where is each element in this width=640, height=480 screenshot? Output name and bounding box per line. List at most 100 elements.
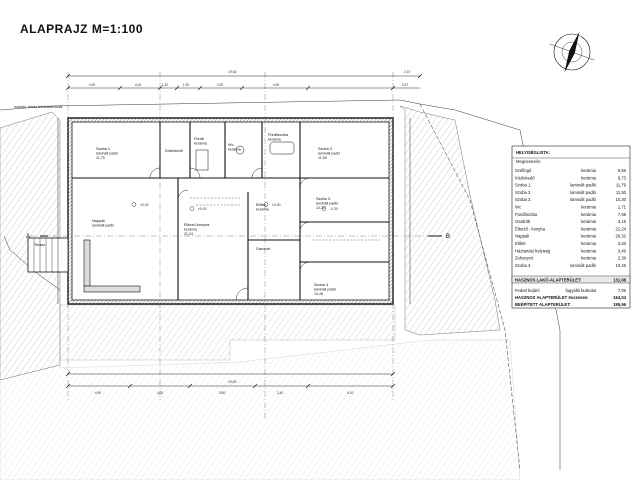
room-name: Nappali: [92, 219, 105, 223]
schedule-room-floor: kerámia: [581, 168, 597, 173]
schedule-room-name: Szoba 4.: [515, 263, 532, 268]
room-floor: kerámia: [194, 142, 207, 146]
dim-top-right: 2,67: [404, 70, 411, 74]
room-area: 11,79: [96, 156, 105, 160]
schedule-header: HELYISÉGLISTA:: [516, 150, 550, 155]
room-name: Szoba 4.: [314, 283, 329, 287]
room-floor: kerámia: [184, 228, 197, 232]
dim-top-total: 19,60: [228, 70, 237, 74]
level-symbol: [131, 202, 137, 207]
room-floor: kerámia: [268, 138, 281, 142]
dim-top-segment: 4,95: [273, 83, 280, 87]
schedule-extra-name: Fedett bejáró: [515, 288, 540, 293]
dimension-lines: [57, 73, 423, 389]
schedule-room-area: 6,56: [618, 168, 627, 173]
room-area: 11,50: [318, 156, 327, 160]
dim-bottom-segment: 5,10: [347, 391, 354, 395]
dim-top-segment: 4,90: [89, 83, 96, 87]
dim-top-segment: 1,90: [183, 83, 190, 87]
schedule-extra-floor: fagyálló burkolat: [566, 288, 597, 293]
schedule-room-floor: laminált padló: [570, 197, 597, 202]
room-name: Wc: [228, 143, 234, 147]
schedule-room-area: 29,32: [616, 234, 627, 239]
schedule-room-name: Szoba 2.: [515, 190, 532, 195]
schedule-room-area: 3,49: [618, 248, 627, 253]
level-mark: ±0,00: [198, 207, 207, 211]
schedule-room-area: 11,50: [616, 190, 627, 195]
room-area: 21,24: [184, 232, 193, 236]
section-cut: A B: [26, 234, 450, 240]
top-dimension-segments: 4,90 4,00 1,20 1,90 3,30 4,95 2,67: [89, 83, 409, 87]
schedule-total-label: HASZNOS LAKÓ-ALAPTERÜLET:: [515, 278, 582, 283]
room-floor: laminált padló: [318, 152, 340, 156]
schedule-extra-name: HASZNOS ALAPTERÜLET összesen:: [515, 295, 589, 300]
schedule-room-name: Szélfogó: [515, 168, 532, 173]
room-name: Terasz: [34, 243, 45, 247]
room-name: Szoba 1.: [96, 147, 111, 151]
schedule-room-floor: kerámia: [581, 248, 597, 253]
dim-bottom-total: 19,60: [228, 380, 237, 384]
room-name: Étkező-konyha: [184, 222, 210, 227]
level-mark: -0,30: [330, 207, 338, 211]
room-schedule: HELYISÉGLISTA: Megnevezés: Szélfogó kerám…: [511, 145, 631, 309]
room-floor: laminált padló: [92, 224, 114, 228]
room-name: Gardrób: [256, 247, 270, 251]
schedule-room-floor: laminált padló: [570, 183, 597, 188]
schedule-room-name: Wc: [515, 205, 521, 210]
terrain-hatch: [0, 105, 521, 480]
room-floor: kerámia: [228, 148, 241, 152]
schedule-room-floor: kerámia: [581, 226, 597, 231]
schedule-room-name: Étkező - konyha: [515, 226, 546, 231]
dim-bottom-segment: 4,00: [157, 391, 164, 395]
dim-top-segment: 1,20: [162, 83, 169, 87]
schedule-subheader: Megnevezés:: [516, 159, 541, 164]
room-floor: laminált padló: [316, 202, 338, 206]
schedule-room-area: 10,46: [616, 263, 627, 268]
level-symbol: [189, 206, 195, 211]
schedule-room-floor: kerámia: [581, 205, 597, 210]
schedule-room-name: Fürdőszoba: [515, 212, 538, 217]
section-mark-right: B: [446, 234, 450, 240]
boundary-note: maradó: kbeta telekhatárvonal: [14, 105, 63, 109]
schedule-room-floor: kerámia: [581, 175, 597, 180]
dim-top-segment: 4,00: [135, 83, 142, 87]
schedule-room-name: Háztartási helyiség: [515, 248, 551, 253]
level-marks: ±0,00±0,00±0,00-0,30: [131, 202, 338, 211]
room-area: 10,46: [314, 292, 323, 296]
room-name: Fürdőszoba: [268, 133, 289, 137]
schedule-room-floor: laminált padló: [570, 190, 597, 195]
schedule-room-name: Szoba 3.: [515, 197, 532, 202]
schedule-room-floor: kerámia: [581, 241, 597, 246]
room-floor: laminált padló: [314, 288, 336, 292]
schedule-room-name: Zuhanyzó: [515, 256, 534, 261]
dim-top-segment: 3,30: [217, 83, 224, 87]
schedule-room-name: Előtér: [515, 241, 527, 246]
schedule-extra-area: 195,56: [613, 302, 626, 307]
room-name: Szoba 3.: [316, 197, 331, 201]
schedule-room-area: 3,15: [618, 219, 627, 224]
room-name: Előtér: [256, 203, 267, 207]
schedule-room-name: Nappali: [515, 234, 529, 239]
axis-lines: [30, 72, 440, 420]
building-walls: [27, 117, 394, 305]
schedule-room-floor: kerámia: [581, 212, 597, 217]
schedule-room-floor: kerámia: [581, 219, 597, 224]
schedule-room-area: 10,30: [616, 197, 627, 202]
dim-top-segment: 2,67: [402, 83, 409, 87]
room-floor: kerámia: [256, 208, 269, 212]
room-name: Közlekedő: [165, 149, 183, 153]
schedule-room-name: Gardrób: [515, 219, 531, 224]
schedule-room-area: 7,59: [618, 212, 627, 217]
room-floor: laminált padló: [96, 152, 118, 156]
section-mark-left: A: [26, 234, 30, 240]
drawing-title: ALAPRAJZ M=1:100: [20, 22, 144, 36]
dim-bottom-segment: 4,90: [95, 391, 102, 395]
schedule-room-area: 21,24: [616, 226, 627, 231]
room-area: 10,30: [316, 206, 325, 210]
schedule-room-area: 3,33: [618, 241, 627, 246]
schedule-room-area: 1,71: [618, 205, 627, 210]
schedule-room-name: Szoba 1.: [515, 183, 532, 188]
